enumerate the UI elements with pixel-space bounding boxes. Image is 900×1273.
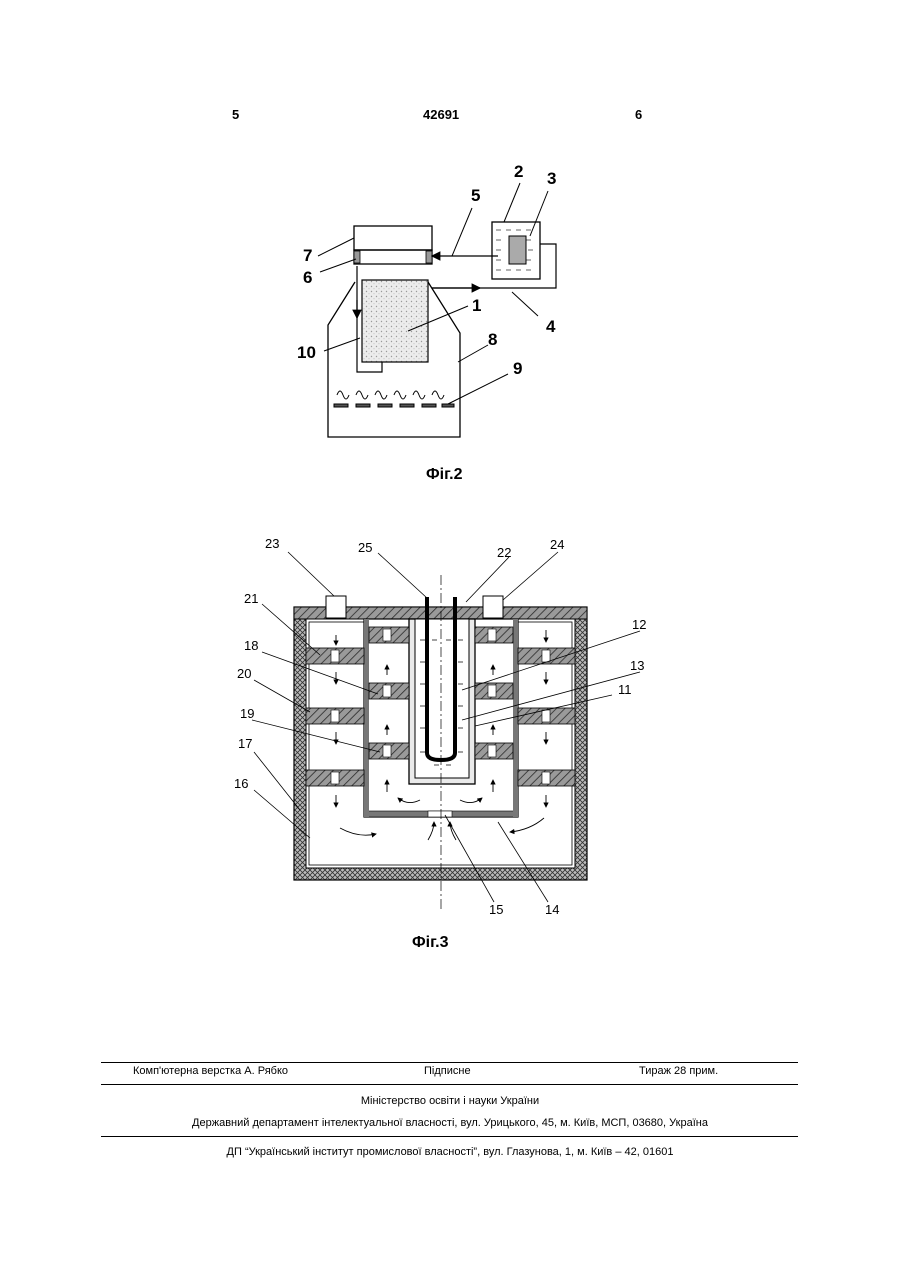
footer-circulation: Тираж 28 прим. — [639, 1065, 718, 1077]
label-3: 3 — [547, 169, 556, 188]
label-22: 22 — [497, 545, 511, 560]
label-18: 18 — [244, 638, 258, 653]
label-11: 11 — [618, 682, 632, 697]
label-17: 17 — [238, 736, 252, 751]
label-12: 12 — [632, 617, 646, 632]
label-2: 2 — [514, 162, 523, 181]
footer-ministry: Міністерство освіти і науки України — [0, 1095, 900, 1107]
label-4: 4 — [546, 317, 556, 336]
footer-signed: Підписне — [424, 1065, 471, 1077]
page-number-right: 6 — [635, 107, 642, 122]
seal-left — [354, 251, 360, 263]
label-5: 5 — [471, 186, 480, 205]
label-8: 8 — [488, 330, 497, 349]
label-14: 14 — [545, 902, 559, 917]
label-24: 24 — [550, 537, 564, 552]
label-19: 19 — [240, 706, 254, 721]
label-21: 21 — [244, 591, 258, 606]
label-7: 7 — [303, 246, 312, 265]
figure-3-caption: Фіг.3 — [412, 934, 449, 952]
label-15: 15 — [489, 902, 503, 917]
chamber-1 — [362, 280, 428, 362]
footer-institute: ДП “Український інститут промислової вла… — [0, 1146, 900, 1158]
figure-2-drawing: 2 3 5 7 6 1 4 8 10 9 — [290, 150, 590, 450]
figure-2-caption: Фіг.2 — [426, 466, 463, 484]
tank-2 — [492, 222, 540, 279]
footer-rule-bottom — [101, 1136, 798, 1137]
label-23: 23 — [265, 536, 279, 551]
footer-rule-top — [101, 1062, 798, 1063]
footer-department: Державний департамент інтелектуальної вл… — [0, 1117, 900, 1129]
page-number-left: 5 — [232, 107, 239, 122]
label-10: 10 — [297, 343, 316, 362]
label-20: 20 — [237, 666, 251, 681]
label-6: 6 — [303, 268, 312, 287]
label-16: 16 — [234, 776, 248, 791]
seal-right — [426, 251, 432, 263]
label-25: 25 — [358, 540, 372, 555]
heaters-9 — [334, 391, 454, 407]
nozzle-24 — [483, 596, 503, 618]
figure-3-drawing: 23 25 22 24 21 12 18 13 20 11 19 17 16 1… — [225, 520, 670, 920]
patent-number: 42691 — [423, 107, 459, 122]
footer-rule-middle — [101, 1084, 798, 1085]
opening-15 — [428, 811, 452, 817]
label-1: 1 — [472, 296, 481, 315]
label-13: 13 — [630, 658, 644, 673]
label-9: 9 — [513, 359, 522, 378]
nozzle-23 — [326, 596, 346, 618]
footer-layout: Комп'ютерна верстка А. Рябко — [133, 1065, 288, 1077]
